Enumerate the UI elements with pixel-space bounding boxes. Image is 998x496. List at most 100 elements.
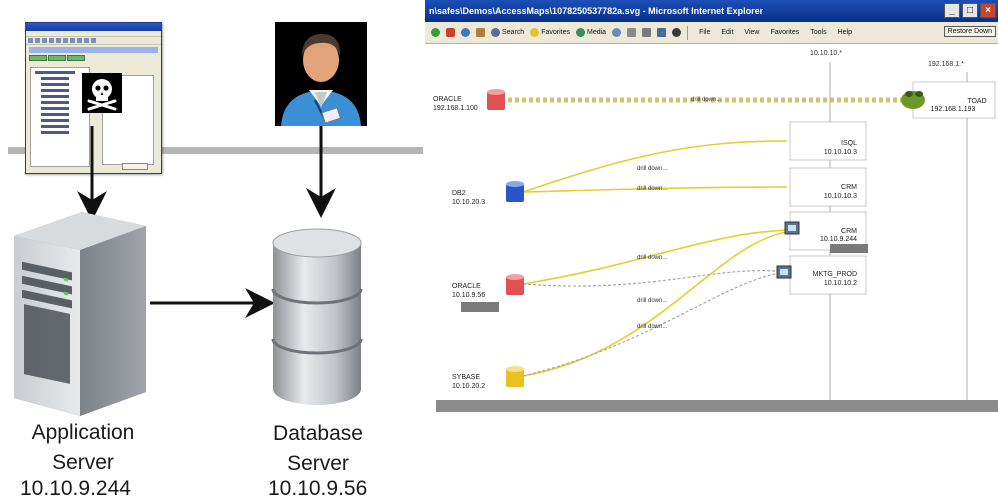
edge-sybase-crm2 [522, 231, 788, 377]
menu-file[interactable]: File [699, 29, 711, 36]
menu-view[interactable]: View [744, 29, 760, 36]
toad-name: TOAD [967, 98, 986, 105]
mail-icon[interactable] [627, 28, 637, 37]
oracle-top-name: ORACLE [433, 96, 462, 103]
db2-ip: 10.10.20.3 [452, 199, 485, 206]
crm1-ip: 10.10.10.3 [824, 193, 857, 200]
thumbnail-menubar [26, 31, 161, 37]
mktg-name: MKTG_PROD [813, 271, 857, 278]
oracle-mid-ip: 10.10.9.56 [452, 292, 485, 299]
stop-icon[interactable] [446, 28, 455, 37]
thumbnail-toolbar [26, 37, 161, 45]
search-button[interactable]: Search [491, 28, 524, 37]
toad-ip: 192.168.1.193 [931, 106, 976, 113]
thumbnail-tabs [29, 55, 158, 61]
crm1-name: CRM [841, 184, 857, 191]
mktg-computer-icon[interactable] [776, 265, 792, 279]
edit-icon[interactable] [657, 28, 667, 37]
edge-label-1: drill down... [691, 97, 722, 103]
menu-help[interactable]: Help [837, 29, 852, 36]
close-button[interactable]: × [980, 3, 996, 18]
edge-label-5: drill down... [637, 298, 668, 304]
edge-db2-crm1 [522, 186, 788, 193]
media-button[interactable]: Media [575, 28, 607, 37]
sybase-name: SYBASE [452, 374, 480, 381]
history-icon[interactable] [612, 28, 622, 37]
database-server-label: Database Server [258, 419, 378, 479]
isql-name: ISQL [841, 140, 857, 147]
edge-oracle-mktg [522, 270, 788, 287]
app-server-ip-cutoff: 10.10.9.244 [20, 477, 131, 496]
db-server-label-line2: Server [287, 452, 349, 475]
db-server-label-line1: Database [273, 422, 363, 445]
search-label: Search [502, 29, 525, 36]
thumbnail-ok-button [122, 163, 148, 170]
mktg-ip: 10.10.10.2 [824, 280, 857, 287]
isql-ip: 10.10.10.3 [824, 149, 857, 156]
redaction-bar-crm [830, 244, 868, 253]
crm2-computer-icon[interactable] [784, 221, 800, 235]
application-server-label: Application Server [12, 418, 154, 478]
network-10-label: 10.10.10.* [810, 50, 842, 57]
menu-tools[interactable]: Tools [810, 29, 827, 36]
architecture-diagram: Application Server 10.10.9.244 Database … [0, 0, 425, 496]
mktg-box [789, 255, 867, 295]
thumbnail-subtitle [29, 47, 158, 53]
favorites-label: Favorites [541, 29, 570, 36]
toad-frog-icon[interactable] [901, 91, 925, 109]
crm2-ip: 10.10.9.244 [820, 236, 857, 243]
db-server-ip-cutoff: 10.10.9.56 [268, 477, 368, 496]
oracle-mid-name: ORACLE [452, 283, 481, 290]
skull-crossbones-icon [82, 73, 122, 113]
edge-label-2: drill down... [637, 166, 668, 172]
db2-name: DB2 [452, 190, 466, 197]
database-server-icon [271, 228, 363, 405]
thumbnail-tree-panel [30, 67, 90, 167]
edge-oracle-crm2 [522, 229, 788, 285]
menu-edit[interactable]: Edit [721, 29, 734, 36]
print-icon[interactable] [642, 28, 652, 37]
toad-box [912, 81, 996, 119]
sybase-db-icon[interactable] [506, 366, 524, 387]
db2-db-icon[interactable] [506, 181, 524, 202]
application-server-icon [14, 212, 146, 416]
thumbnail-titlebar [26, 23, 161, 31]
oracle-mid-db-icon[interactable] [506, 274, 524, 295]
crm1-box [789, 167, 867, 207]
menu-favorites[interactable]: Favorites [770, 29, 800, 36]
toolbar-separator [687, 25, 689, 40]
app-server-label-line2: Server [52, 451, 114, 474]
restore-down-button[interactable]: Restore Down [943, 26, 996, 37]
oracle-db-icon[interactable] [487, 89, 505, 110]
access-map-canvas: 192.168.1.* 10.10.10.* drill down... dri… [433, 50, 996, 404]
edge-label-3: drill down... [637, 186, 668, 192]
ie-window: n\safes\Demos\AccessMaps\1078250537782a.… [425, 0, 998, 412]
edge-db2-isql [522, 140, 788, 193]
flow-arrows [77, 126, 336, 318]
refresh-icon[interactable] [461, 28, 470, 37]
oracle-top-ip: 192.168.1.100 [433, 105, 478, 112]
edge-label-4: drill down... [637, 255, 668, 261]
network-line [8, 147, 423, 154]
media-label: Media [586, 29, 607, 36]
user-avatar-icon [275, 22, 367, 126]
app-server-label-line1: Application [31, 421, 135, 444]
redaction-bar-oracle [461, 302, 499, 312]
back-icon[interactable] [431, 28, 440, 37]
maximize-button[interactable]: □ [962, 3, 978, 18]
ie-toolbar: Search Favorites Media File Edit View Fa… [425, 22, 998, 44]
crm2-name: CRM [841, 228, 857, 235]
isql-box [789, 121, 867, 161]
crm2-box [789, 211, 867, 251]
favorites-button[interactable]: Favorites [530, 28, 570, 37]
edge-sybase-mktg [522, 271, 788, 377]
edge-label-6: drill down... [637, 324, 668, 330]
home-icon[interactable] [476, 28, 485, 37]
minimize-button[interactable]: _ [944, 3, 960, 18]
ie-title-text: n\safes\Demos\AccessMaps\1078250537782a.… [429, 6, 764, 16]
ie-bottom-bar [436, 400, 998, 412]
sybase-ip: 10.10.20.2 [452, 383, 485, 390]
network-192-label: 192.168.1.* [928, 61, 964, 68]
ie-titlebar: n\safes\Demos\AccessMaps\1078250537782a.… [425, 0, 998, 22]
messenger-icon[interactable] [672, 28, 682, 37]
